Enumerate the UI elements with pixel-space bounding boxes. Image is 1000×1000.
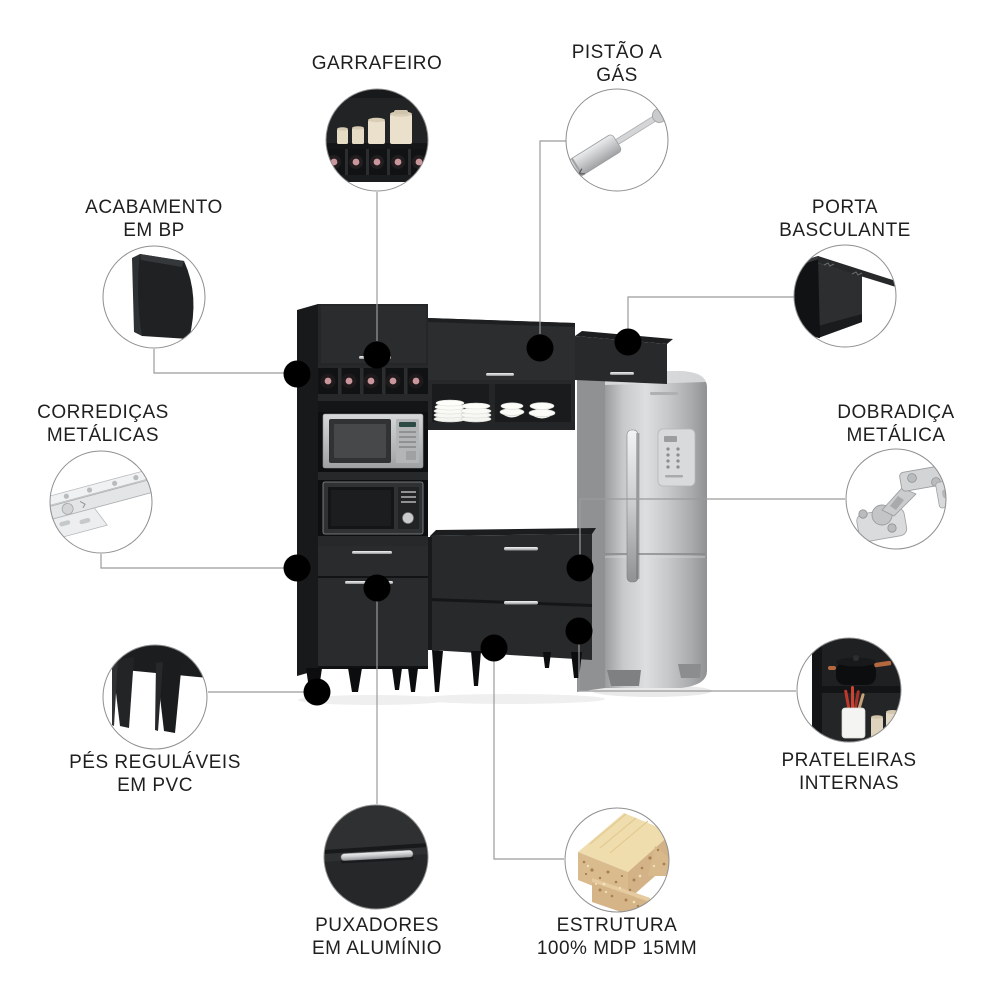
pvc-adjustable-feet-photo: [103, 645, 207, 733]
flip-up-door: [428, 318, 575, 380]
metal-hinge-photo: [856, 465, 946, 543]
label-pistao-a-gas: PISTÃO A GÁS: [571, 42, 663, 86]
metal-drawer-slide-photo: [50, 470, 152, 542]
fridge-control-panel: [657, 428, 696, 487]
estrutura-dot: [480, 634, 508, 662]
aluminum-handle-photo: [324, 805, 428, 909]
bp-panel-corner-photo: [132, 254, 194, 339]
corredicas-photo-circle: [49, 450, 153, 554]
acabamento-dot: [283, 360, 311, 388]
label-pes-regulaveis: PÉS REGULÁVEIS EM PVC: [69, 752, 241, 796]
internal-shelves-photo: [812, 638, 901, 742]
shadow: [415, 694, 605, 704]
porta-basculante-dot: [614, 328, 642, 356]
dobradica-photo-circle: [845, 448, 947, 550]
wine-bottles: [320, 373, 424, 389]
flip-up-door: [575, 336, 667, 384]
door-handle: [486, 373, 514, 376]
gas-piston-photo: [567, 104, 668, 178]
bowl-stacks: [499, 402, 556, 419]
label-dobradica-metalica: DOBRADIÇA METÁLICA: [837, 402, 955, 446]
corredicas-dot: [283, 554, 311, 582]
drawer-handle: [504, 547, 538, 551]
prateleiras-line: [578, 644, 796, 692]
bottle-cells: [326, 149, 428, 175]
tower-drawer: [318, 546, 428, 576]
pes-photo-circle: [102, 644, 208, 750]
pistao-line: [539, 140, 566, 334]
utensil-holder: [841, 686, 866, 739]
bottle-rack: [318, 365, 428, 401]
bottle-rack-photo: [326, 89, 428, 182]
porta-basculante-photo-circle: [793, 244, 897, 348]
pistao-dot: [526, 334, 554, 362]
label-porta-basculante: PORTA BASCULANTE: [779, 197, 911, 241]
bridge-cabinet: [428, 318, 575, 430]
estrutura-photo-circle: [564, 807, 670, 913]
dobradica-dot: [566, 554, 594, 582]
label-puxadores: PUXADORES EM ALUMÍNIO: [311, 915, 443, 959]
kitchen-set-photo: [297, 304, 712, 705]
callout-dots: [283, 328, 642, 706]
porta-basculante-line: [627, 296, 794, 329]
label-acabamento-em-bp: ACABAMENTO EM BP: [85, 197, 223, 241]
plate-stacks: [433, 399, 492, 423]
garrafeiro-dot: [363, 341, 391, 369]
acabamento-line: [153, 349, 284, 374]
estrutura-line: [493, 661, 564, 860]
pistao-photo-circle: [565, 88, 669, 192]
prateleiras-dot: [565, 617, 593, 645]
base-cabinet: [428, 528, 596, 660]
label-corredicas-metalicas: CORREDIÇAS METÁLICAS: [37, 402, 169, 446]
fridge-brand-mark: [650, 392, 678, 395]
label-garrafeiro: GARRAFEIRO: [311, 53, 443, 74]
puxadores-photo-circle: [323, 804, 429, 910]
corredicas-line: [100, 554, 284, 569]
dobradica-line: [579, 498, 845, 555]
label-estrutura: ESTRUTURA 100% MDP 15MM: [536, 915, 698, 959]
label-prateleiras-internas: PRATELEIRAS INTERNAS: [781, 750, 917, 794]
drawer-handle: [352, 551, 392, 554]
canisters: [337, 110, 412, 144]
puxadores-dot: [363, 574, 391, 602]
callout-lines: [100, 140, 845, 860]
black-microwave-photo: [322, 481, 424, 535]
refrigerator-photo: [577, 371, 707, 692]
door-handle: [610, 372, 634, 375]
mdp-board-photo: [578, 813, 669, 912]
prateleiras-photo-circle: [796, 637, 902, 743]
particle-speckles: [582, 848, 666, 912]
drawer-handle: [504, 601, 538, 605]
tower-cabinet: [297, 304, 428, 676]
particle-speckles-light: [586, 864, 656, 904]
shadow: [298, 695, 448, 705]
acabamento-photo-circle: [102, 245, 206, 349]
pes-dot: [303, 678, 331, 706]
garrafeiro-photo-circle: [325, 88, 429, 192]
microwave-photo: [322, 413, 424, 469]
pot: [828, 655, 892, 685]
